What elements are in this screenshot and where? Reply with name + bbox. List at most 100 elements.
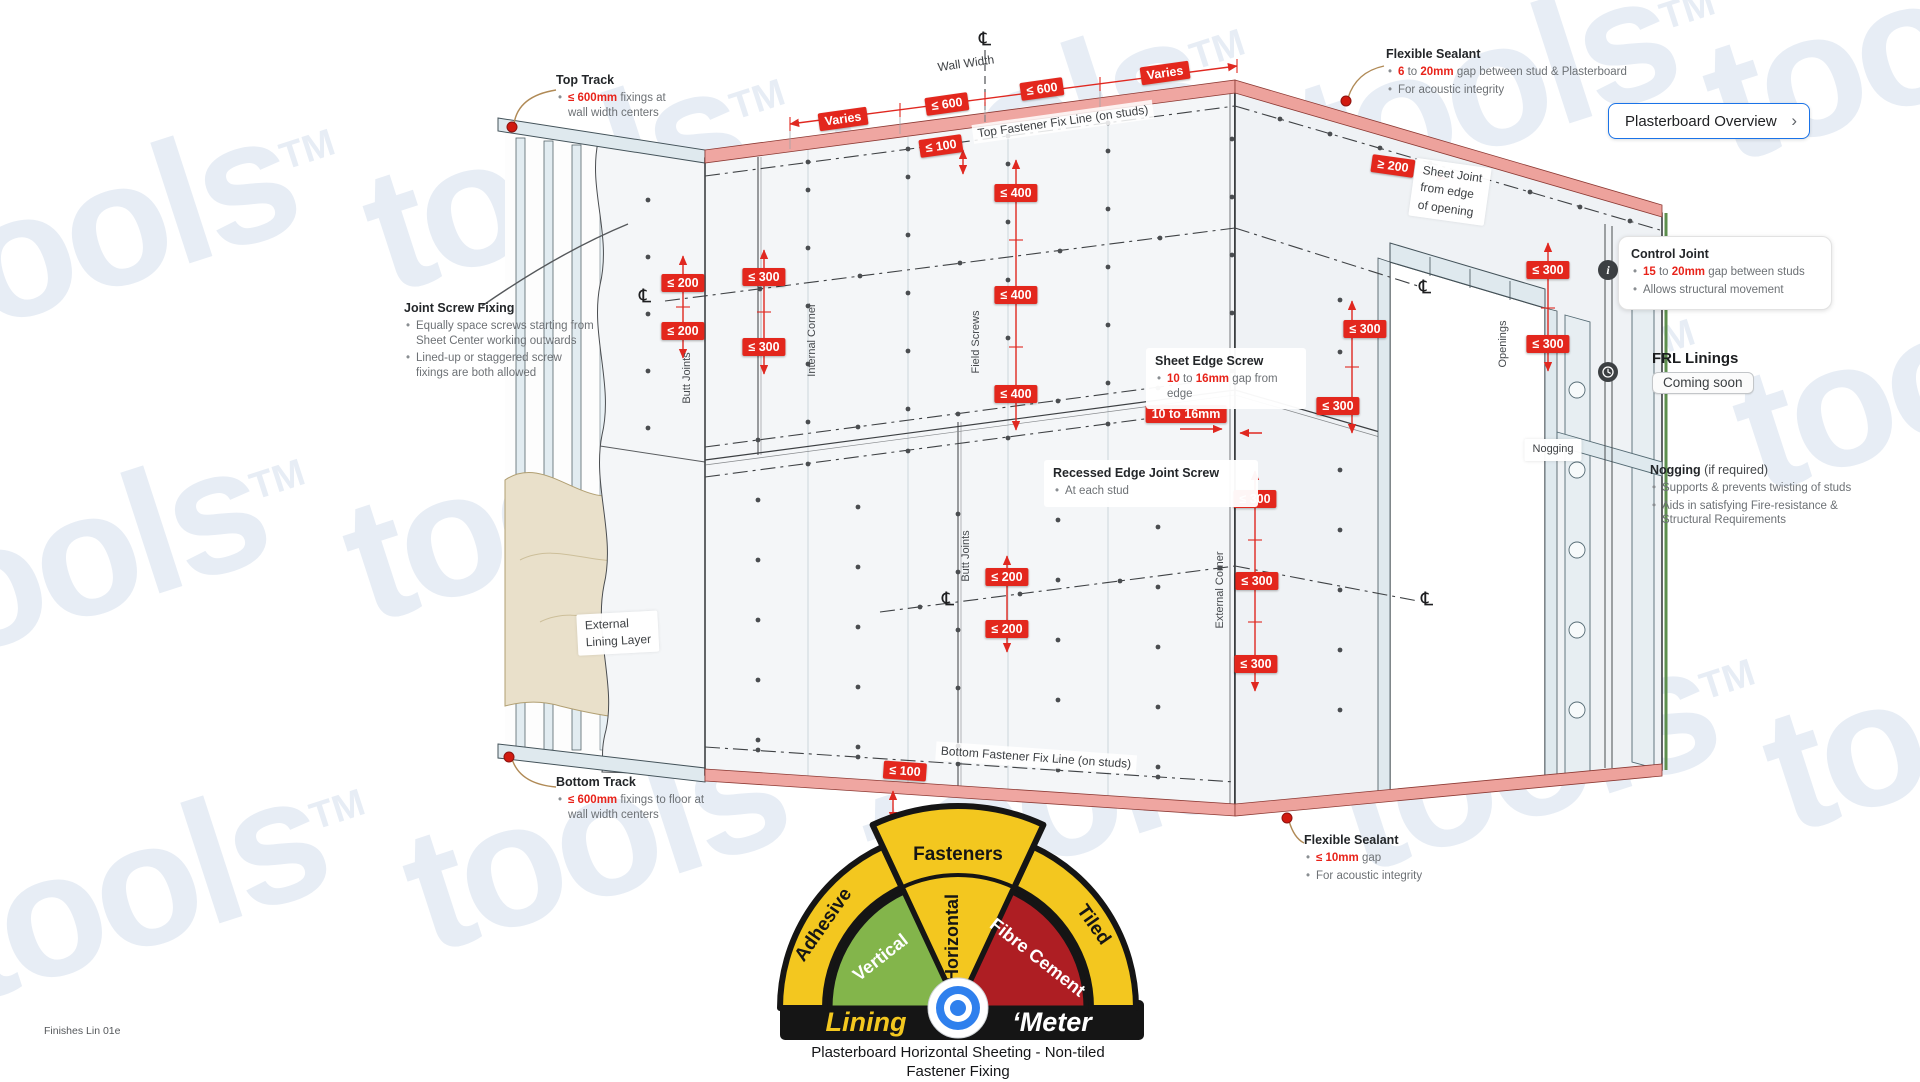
callout-bullet: Aids in satisfying Fire-resistance & Str… bbox=[1652, 499, 1862, 528]
coming-soon-badge: Coming soon bbox=[1652, 372, 1754, 394]
dimension-badge: ≥ 200 bbox=[1370, 154, 1416, 178]
centreline-symbol: ℄ bbox=[638, 286, 652, 308]
gauge-sector-fibre-cement bbox=[955, 889, 1089, 1011]
label-wall-width: Wall Width bbox=[936, 52, 996, 75]
callout-title: Joint Screw Fixing bbox=[404, 301, 515, 315]
callout-bullet: At each stud bbox=[1055, 484, 1249, 499]
dimension-badge: ≤ 200 bbox=[985, 568, 1029, 586]
callout-title: Control Joint bbox=[1631, 247, 1709, 261]
leader-lines bbox=[481, 65, 1385, 844]
dimension-badge: ≤ 200 bbox=[661, 274, 705, 292]
label-bottom-fastener-fix-line: Bottom Fastener Fix Line (on studs) bbox=[935, 741, 1137, 775]
gauge-caption: Plasterboard Horizontal Sheeting - Non-t… bbox=[811, 1044, 1105, 1082]
dimension-badge: ≤ 100 bbox=[918, 134, 964, 158]
callout-title: Bottom Track bbox=[556, 775, 636, 789]
gauge-base-lining: Lining bbox=[826, 1007, 907, 1037]
dimension-badge: ≤ 600 bbox=[924, 92, 970, 116]
gauge-label-horizontal: Horizontal bbox=[942, 894, 962, 982]
dimension-badge: 10 to 16mm bbox=[1145, 405, 1227, 423]
bottom-track-shape bbox=[497, 743, 706, 783]
gauge-sector-tiled bbox=[1011, 843, 1139, 1011]
dimension-badge: ≤ 300 bbox=[742, 268, 786, 286]
label-nogging-member: Nogging bbox=[1524, 439, 1582, 461]
callout-bullet: 10 to 16mm gap from edge bbox=[1157, 372, 1297, 401]
callout-bullet: ≤ 10mm gap bbox=[1306, 851, 1466, 866]
plasterboard-overview-button[interactable]: Plasterboard Overview › bbox=[1608, 103, 1810, 139]
doc-code: Finishes Lin 01e bbox=[44, 1025, 121, 1037]
callout-title: Flexible Sealant bbox=[1304, 833, 1399, 847]
callout-bullet: ≤ 600mm fixings at wall width centers bbox=[558, 91, 678, 120]
gauge-caption-line2: Fastener Fixing bbox=[906, 1062, 1010, 1080]
dimension-badge: ≤ 200 bbox=[661, 322, 705, 340]
callout-flexible-sealant-bottom: Flexible Sealant ≤ 10mm gapFor acoustic i… bbox=[1304, 832, 1466, 886]
centreline-symbol: ℄ bbox=[941, 589, 955, 611]
dimension-badge: ≤ 600 bbox=[1019, 77, 1065, 101]
label-external-lining-layer: External Lining Layer bbox=[576, 610, 660, 656]
screw-dots bbox=[645, 116, 1633, 780]
callout-bullet: ≤ 600mm fixings to floor at wall width c… bbox=[558, 793, 708, 822]
dimension-badge: ≤ 400 bbox=[994, 184, 1038, 202]
callout-flexible-sealant-top: Flexible Sealant 6 to 20mm gap between st… bbox=[1386, 46, 1636, 100]
callout-control-joint: Control Joint 15 to 20mm gap between stud… bbox=[1618, 236, 1832, 311]
frl-linings-block: FRL Linings Coming soon bbox=[1652, 350, 1754, 394]
gauge-base-meter: ‘Meter bbox=[1012, 1007, 1093, 1037]
callout-top-track: Top Track ≤ 600mm fixings at wall width c… bbox=[556, 72, 678, 123]
callout-bullet: Allows structural movement bbox=[1633, 283, 1819, 298]
chevron-right-icon: › bbox=[1791, 111, 1797, 130]
label-external-corner: External Corner bbox=[1214, 551, 1227, 629]
label-openings: Openings bbox=[1497, 320, 1510, 368]
extension-ticks bbox=[789, 91, 1101, 149]
callout-recessed-edge-joint-screw: Recessed Edge Joint Screw At each stud bbox=[1044, 460, 1258, 507]
callout-sheet-edge-screw: Sheet Edge Screw 10 to 16mm gap from edge bbox=[1146, 348, 1306, 410]
callout-bullet: Equally space screws starting from Sheet… bbox=[406, 319, 596, 348]
label-butt-joints-upper: Butt Joints bbox=[681, 352, 694, 404]
clock-glyph bbox=[1602, 366, 1614, 378]
dimension-badge: ≤ 400 bbox=[994, 385, 1038, 403]
centreline-symbol: ℄ bbox=[1420, 589, 1434, 611]
callout-bottom-track: Bottom Track ≤ 600mm fixings to floor at … bbox=[556, 774, 708, 825]
callout-joint-screw-fixing: Joint Screw FixingEqually space screws s… bbox=[404, 300, 596, 384]
callout-title: Nogging (if required) bbox=[1650, 463, 1769, 477]
frl-linings-title: FRL Linings bbox=[1652, 350, 1739, 367]
dimension-badge: Varies bbox=[1139, 60, 1191, 86]
callout-nogging: Nogging (if required) Supports & prevents… bbox=[1650, 462, 1862, 531]
callout-title: Flexible Sealant bbox=[1386, 47, 1481, 61]
lining-meter-gauge: Adhesive Fasteners Tiled Vertical Horizo… bbox=[777, 803, 1144, 1040]
callout-bullet: For acoustic integrity bbox=[1306, 869, 1466, 884]
plasterboard-overview-label: Plasterboard Overview bbox=[1625, 112, 1777, 130]
label-top-fastener-fix-line: Top Fastener Fix Line (on studs) bbox=[971, 99, 1155, 145]
centreline-symbol: ℄ bbox=[978, 29, 992, 51]
callout-title: Sheet Edge Screw bbox=[1155, 354, 1264, 368]
callout-bullet: Lined-up or staggered screw fixings are … bbox=[406, 351, 596, 380]
callout-bullet: For acoustic integrity bbox=[1388, 83, 1636, 98]
dimension-badge: ≤ 300 bbox=[1235, 572, 1279, 590]
callout-bullet: 6 to 20mm gap between stud & Plasterboar… bbox=[1388, 65, 1636, 80]
dimension-badge: Varies bbox=[817, 106, 869, 132]
dimension-badge: ≤ 300 bbox=[1526, 261, 1570, 279]
dimension-badge: ≤ 100 bbox=[882, 760, 928, 782]
gauge-caption-line1: Plasterboard Horizontal Sheeting - Non-t… bbox=[811, 1044, 1105, 1061]
clock-icon bbox=[1598, 362, 1618, 382]
callout-bullet: 15 to 20mm gap between studs bbox=[1633, 265, 1819, 280]
right-studs-noggings bbox=[1556, 213, 1668, 781]
callout-title: Top Track bbox=[556, 73, 615, 87]
callout-bullet: Supports & prevents twisting of studs bbox=[1652, 481, 1862, 496]
gauge-label-fasteners: Fasteners bbox=[913, 844, 1003, 865]
gauge-sector-vertical bbox=[827, 889, 961, 1011]
info-icon[interactable]: i bbox=[1598, 260, 1618, 280]
label-sheet-joint-from-edge: Sheet Joint from edge of opening bbox=[1408, 157, 1492, 227]
dimension-badge: ≤ 300 bbox=[1343, 320, 1387, 338]
dimension-badge: ≤ 400 bbox=[994, 286, 1038, 304]
centreline-symbol: ℄ bbox=[1418, 277, 1432, 299]
dimension-badge: ≤ 200 bbox=[985, 620, 1029, 638]
label-internal-corner: Internal Corner bbox=[806, 303, 819, 377]
dimension-badge: ≤ 300 bbox=[1316, 397, 1360, 415]
gauge-wedge-fasteners bbox=[869, 803, 1047, 1011]
label-field-screws: Field Screws bbox=[970, 310, 983, 374]
callout-title: Recessed Edge Joint Screw bbox=[1053, 466, 1220, 480]
dimension-badge: ≤ 300 bbox=[742, 338, 786, 356]
dimension-badge: ≤ 300 bbox=[1526, 335, 1570, 353]
door-opening bbox=[1377, 242, 1558, 799]
